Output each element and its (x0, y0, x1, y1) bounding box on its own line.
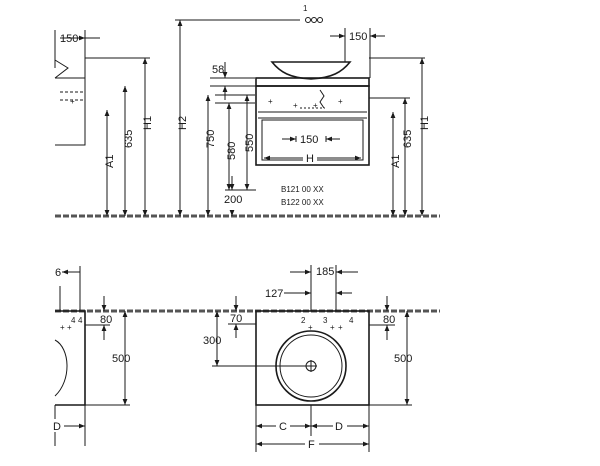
svg-text:+: + (330, 323, 335, 332)
dim-150-left: 150 (60, 33, 78, 45)
product-number-2: B122 00 XX (281, 198, 324, 207)
dim-150-center: 150 (300, 134, 318, 146)
siphon-icon (319, 89, 325, 109)
marker-4-right: 4 (349, 316, 354, 325)
dim-500-left: 500 (112, 353, 130, 365)
dim-80-left: 80 (100, 314, 112, 326)
dim-D-left: D (53, 421, 61, 433)
marker-3: 3 (323, 316, 328, 325)
dim-500-right: 500 (394, 353, 412, 365)
faucet-holes-right: + + (330, 323, 343, 332)
dim-70: 70 (230, 313, 242, 325)
dim-H2: H2 (177, 116, 189, 130)
left-partial-basin-plan (54, 339, 68, 397)
left-partial-cabinet-plan (55, 310, 86, 406)
svg-text:+: + (67, 323, 72, 332)
dim-58: 58 (212, 64, 224, 76)
dim-H: H (306, 153, 314, 165)
marker-4-left: 4 (71, 316, 76, 325)
plan-view: 6 185 127 + + 4 80 500 (52, 265, 440, 452)
dim-F: F (308, 439, 315, 451)
faucet-hole: + (308, 323, 313, 332)
faucet-holes-left: + + 4 (60, 316, 83, 332)
faucet-mark: + (313, 101, 318, 110)
marker-2: 2 (301, 316, 306, 325)
dim-635-left: 635 (123, 130, 135, 148)
left-partial-cabinet: + (54, 59, 86, 146)
faucet-mark: + (268, 97, 273, 106)
dim-580: 580 (226, 142, 238, 160)
vanity-cabinet (255, 85, 370, 166)
product-number-1: B121 00 XX (281, 185, 324, 194)
faucet-mark: + (293, 101, 298, 110)
dim-750: 750 (205, 130, 217, 148)
dim-200: 200 (224, 194, 242, 206)
dim-150-right: 150 (349, 31, 367, 43)
svg-text:4: 4 (78, 316, 83, 325)
faucet-mark: + (338, 97, 343, 106)
dim-127: 127 (265, 288, 283, 300)
dim-D-right: D (335, 421, 343, 433)
dim-A1-right: A1 (390, 155, 402, 168)
vessel-basin (270, 61, 352, 80)
faucet-top-icon (305, 17, 323, 23)
dim-80-right: 80 (383, 314, 395, 326)
dim-C: C (279, 421, 287, 433)
dim-300: 300 (203, 335, 221, 347)
dim-H1-right: H1 (419, 116, 431, 130)
dim-185: 185 (316, 266, 334, 278)
svg-text:+: + (60, 323, 65, 332)
faucet-mark: + (70, 97, 75, 106)
dim-H1-left: H1 (142, 116, 154, 130)
dim-635-right: 635 (402, 130, 414, 148)
marker-1: 1 (303, 4, 308, 13)
svg-text:+: + (338, 323, 343, 332)
front-elevation: + 150 A1 635 H1 H2 1 750 (54, 4, 440, 218)
dim-550: 550 (244, 134, 256, 152)
dim-6-cut: 6 (55, 267, 61, 279)
vessel-basin-plan (275, 330, 347, 402)
dim-A1-left: A1 (104, 155, 116, 168)
vanity-cabinet-plan (255, 310, 370, 406)
